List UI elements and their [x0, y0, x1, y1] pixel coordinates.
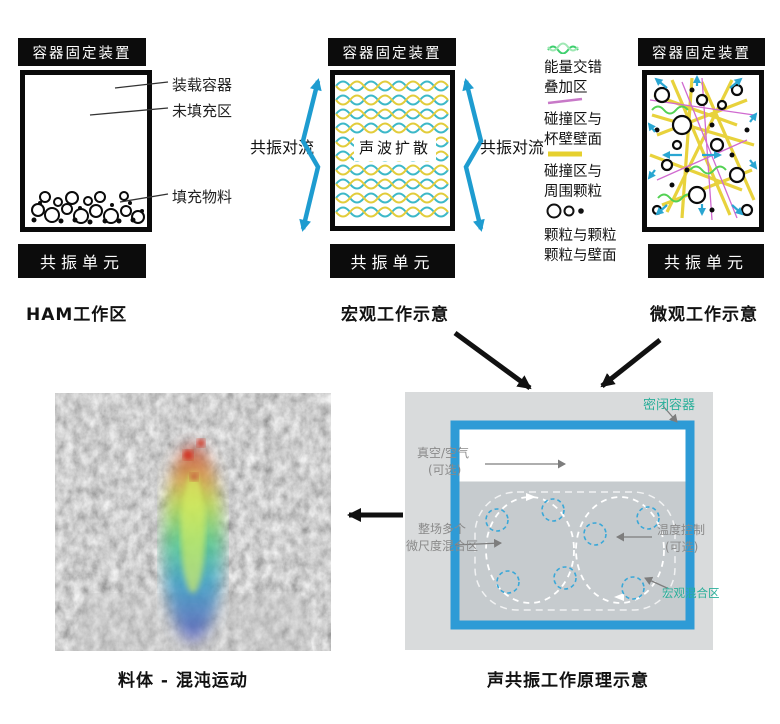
- unfilled-zone-annotation: 未填充区: [172, 102, 233, 120]
- micro-container-graphic: [642, 70, 764, 232]
- load-container-annotation: 装载容器: [172, 76, 233, 94]
- micro-caption: 微观工作示意: [650, 305, 758, 325]
- vacuum-air-label: 真空/空气: [417, 446, 470, 460]
- micro-to-schematic-arrow: [600, 338, 662, 388]
- legend-energy-line2: 叠加区: [544, 80, 588, 96]
- particle-circles-icon: [546, 203, 584, 219]
- legend-wall-line2: 杯壁壁面: [544, 132, 602, 148]
- schematic-to-flow-arrow: [347, 508, 403, 522]
- legend-wall-line1: 碰撞区与: [544, 112, 602, 128]
- macro-mixing-zone-label: 宏观混合区: [662, 586, 720, 600]
- flow-caption: 料体 - 混沌运动: [118, 671, 248, 691]
- convection-left-label: 共振对流: [250, 138, 315, 157]
- macro-caption: 宏观工作示意: [341, 305, 449, 325]
- macro-resonance-unit-label: 共振单元: [330, 244, 455, 278]
- ham-fixture-label: 容器固定装置: [18, 38, 146, 66]
- cup-wall-collision-line-icon: [547, 97, 583, 105]
- convection-right-label: 共振对流: [480, 138, 545, 157]
- temperature-optional-label: (可选): [665, 540, 699, 554]
- temperature-control-label: 温度控制: [657, 523, 706, 537]
- macro-to-schematic-arrow: [453, 330, 532, 391]
- legend-particles-line1: 碰撞区与: [544, 164, 602, 180]
- micro-fixture-label: 容器固定装置: [638, 38, 765, 66]
- micro-resonance-unit-label: 共振单元: [648, 244, 764, 278]
- ham-container-graphic: [20, 70, 169, 232]
- convection-left-zigzag-icon: [299, 78, 322, 232]
- sealed-container-label: 密闭容器: [643, 398, 696, 413]
- chaotic-flow-image: [55, 393, 331, 651]
- resonance-principle-schematic: [450, 405, 695, 630]
- ham-caption: HAM工作区: [26, 305, 128, 325]
- fill-material-annotation: 填充物料: [172, 188, 233, 206]
- legend-particles-line2: 周围颗粒: [544, 184, 602, 200]
- micro-zone-label-line2: 微尺度混合区: [406, 539, 479, 553]
- convection-right-zigzag-icon: [462, 78, 485, 232]
- ham-resonance-unit-label: 共振单元: [18, 244, 146, 278]
- legend-pp-line1: 颗粒与颗粒: [544, 228, 617, 244]
- micro-zone-label-line1: 整场多个: [418, 522, 467, 536]
- macro-fixture-label: 容器固定装置: [328, 38, 456, 66]
- legend-energy-line1: 能量交错: [544, 60, 602, 76]
- vacuum-optional-label: (可选): [428, 463, 462, 477]
- sound-wave-diffusion-label: 声波扩散: [354, 134, 437, 161]
- particle-collision-line-icon: [548, 151, 582, 157]
- energy-overlap-wave-icon: [547, 42, 579, 54]
- legend-pp-line2: 颗粒与壁面: [544, 248, 617, 264]
- schematic-caption: 声共振工作原理示意: [487, 671, 649, 691]
